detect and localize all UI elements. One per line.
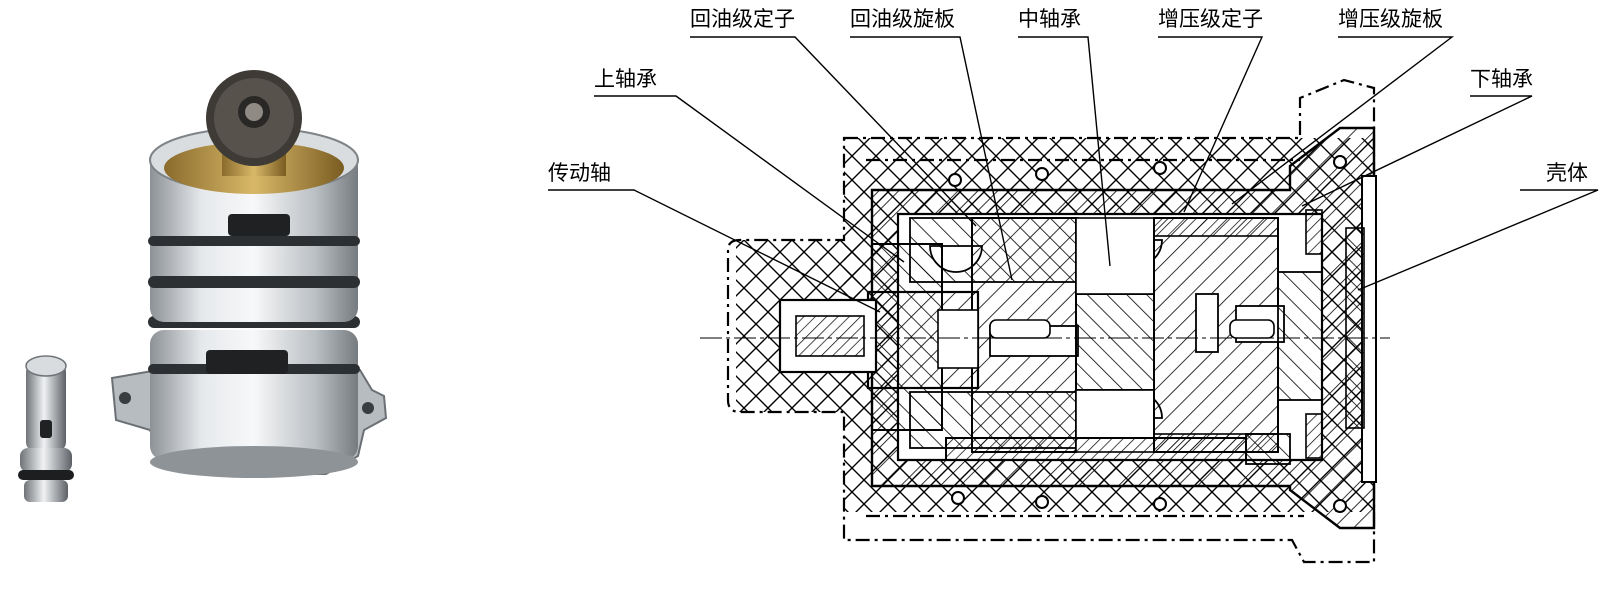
o-rings: [948, 155, 1347, 513]
tie-rod-section: [945, 433, 1291, 465]
valve-photo: [18, 355, 74, 502]
pump-photo: [18, 70, 388, 502]
pump-body-photo: [110, 70, 388, 478]
label-upper-bearing: 上轴承: [594, 67, 657, 91]
label-housing: 壳体: [1546, 161, 1588, 185]
leader-lines: [548, 36, 1599, 313]
label-mid-bearing: 中轴承: [1018, 7, 1081, 31]
mid-bearing-section: [1075, 217, 1155, 453]
label-lower-bearing: 下轴承: [1470, 67, 1533, 91]
gear-photo: [206, 70, 302, 176]
label-boost-stator: 增压级定子: [1158, 7, 1263, 31]
label-return-vane: 回油级旋板: [850, 7, 955, 31]
drive-shaft-section: [778, 243, 1275, 431]
label-drive-shaft: 传动轴: [548, 161, 611, 185]
label-boost-vane: 增压级旋板: [1338, 7, 1443, 31]
labels: 回油级定子 回油级旋板 中轴承 增压级定子 增压级旋板 上轴承 下轴承 传动轴 …: [548, 7, 1588, 185]
label-return-stator: 回油级定子: [690, 7, 795, 31]
